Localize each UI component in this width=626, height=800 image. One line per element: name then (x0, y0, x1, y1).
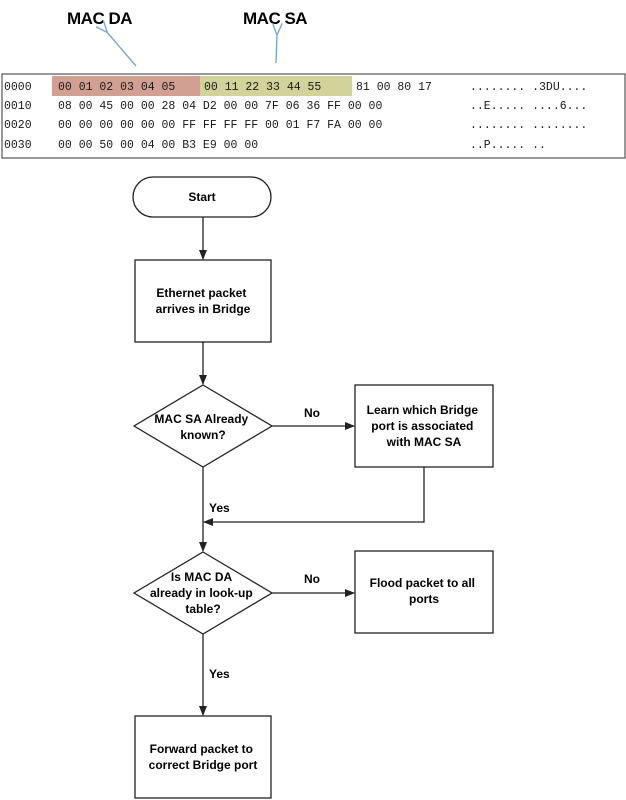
hex-ascii: ........ .3DU.... (470, 81, 587, 94)
hex-mac-sa-bytes: 00 11 22 33 44 55 (204, 81, 321, 94)
hex-ascii: ..E..... ....6... (470, 100, 587, 113)
mac-sa-label: MAC SA (243, 9, 307, 28)
mac-da-lookup-label: Is MAC DA already in look-up table? (150, 570, 256, 616)
packet-arrives-label: Ethernet packet arrives in Bridge (156, 286, 251, 316)
mac-da-highlight (52, 76, 200, 96)
mac-sa-known-label: MAC SA Already known? (154, 412, 251, 442)
da-no-edge-label: No (304, 572, 320, 586)
hex-bytes: 00 00 00 00 00 00 FF FF FF FF 00 01 F7 F… (58, 119, 382, 132)
hex-row: 0000 00 01 02 03 04 05 00 11 22 33 44 55… (4, 81, 587, 94)
hex-offset: 0010 (4, 100, 32, 113)
hex-row: 0010 08 00 45 00 00 28 04 D2 00 00 7F 06… (4, 100, 587, 113)
hex-row: 0030 00 00 50 00 04 00 B3 E9 00 00 ..P..… (4, 139, 546, 152)
forward-packet-box (134, 715, 272, 799)
hex-ascii: ..P..... .. (470, 139, 546, 152)
packet-arrives-box (134, 259, 272, 343)
forward-packet-label: Forward packet to correct Bridge port (149, 742, 258, 772)
mac-sa-highlight (200, 76, 352, 96)
learn-port-label: Learn which Bridge port is associated wi… (367, 403, 482, 449)
mac-da-pointer-arrow (106, 31, 137, 67)
da-yes-edge-label: Yes (209, 667, 230, 681)
flood-packet-label: Flood packet to all ports (370, 576, 479, 606)
hex-bytes: 08 00 45 00 00 28 04 D2 00 00 7F 06 36 F… (58, 100, 382, 113)
hex-offset: 0030 (4, 139, 32, 152)
sa-yes-edge-label: Yes (209, 501, 230, 515)
hex-mac-da-bytes: 00 01 02 03 04 05 (58, 81, 175, 94)
mac-sa-known-decision (132, 384, 274, 468)
hex-offset: 0000 (4, 81, 32, 94)
start-label: Start (188, 190, 215, 204)
hex-bytes: 00 00 50 00 04 00 B3 E9 00 00 (58, 139, 258, 152)
hex-ascii: ........ ........ (470, 119, 587, 132)
sa-no-edge-label: No (304, 406, 320, 420)
hex-row: 0020 00 00 00 00 00 00 FF FF FF FF 00 01… (4, 119, 587, 132)
hex-bytes: 81 00 80 17 (356, 81, 432, 94)
hex-offset: 0020 (4, 119, 32, 132)
learn-port-box (354, 384, 494, 468)
mac-sa-pointer-arrow (276, 33, 277, 64)
start-terminator (132, 176, 272, 218)
flood-packet-box (354, 550, 494, 634)
learn-return-connector (203, 467, 425, 526)
mac-da-label: MAC DA (67, 9, 132, 28)
